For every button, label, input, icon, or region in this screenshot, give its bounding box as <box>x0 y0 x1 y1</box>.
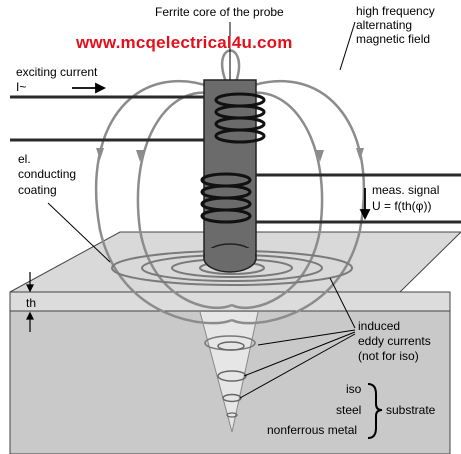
th-arrow-top-head <box>26 284 34 293</box>
coil-turn-4 <box>214 128 266 144</box>
label-meas-signal: meas. signal <box>372 183 440 197</box>
coating-layer <box>9 291 451 312</box>
field-line-left-inner <box>136 91 233 309</box>
label-coating: coating <box>18 183 57 197</box>
label-alternating: alternating <box>356 18 413 32</box>
current-arrow-head <box>95 82 107 94</box>
magnetic-field-lines <box>94 49 366 325</box>
pointer-coating <box>47 202 111 263</box>
label-magnetic-field: magnetic field <box>356 32 431 46</box>
label-meas-formula: U = f(th(φ)) <box>372 199 432 213</box>
eddy-loop-4 <box>226 412 238 418</box>
watermark-text: www.mcqelectrical4u.com <box>76 33 293 52</box>
eddy-loop-1-inner <box>217 341 245 351</box>
meas-turn-4 <box>200 208 252 224</box>
label-coating-el: el. <box>18 152 31 166</box>
field-line-top <box>220 49 241 83</box>
thickness-marker <box>26 272 34 332</box>
label-iso: iso <box>346 382 362 396</box>
measurement-coil <box>200 172 252 224</box>
eddy-loop-2 <box>217 370 247 382</box>
pointer-eddy-1 <box>329 277 356 329</box>
label-substrate: substrate <box>386 403 436 417</box>
label-steel: steel <box>336 403 362 417</box>
field-line-left-outer <box>94 79 233 325</box>
pointer-field <box>339 21 356 71</box>
label-coating-conducting: conducting <box>18 167 77 181</box>
label-ferrite-core: Ferrite core of the probe <box>155 5 284 19</box>
th-arrow-bottom-head <box>26 311 34 320</box>
pointer-eddy-4 <box>239 333 356 399</box>
label-nonferrous-metal: nonferrous metal <box>267 423 358 437</box>
substrate-brace <box>367 383 383 439</box>
label-high-frequency: high frequency <box>356 4 435 18</box>
label-not-for-iso: (not for iso) <box>358 349 419 363</box>
field-line-right-inner <box>231 91 324 309</box>
field-arrows <box>96 148 364 162</box>
arrow-left-outer <box>96 148 104 160</box>
pointer-lines <box>47 21 356 399</box>
label-eddy-currents: eddy currents <box>358 334 431 348</box>
pointer-eddy-3 <box>243 331 356 377</box>
ferrite-core-tip-fill <box>205 248 255 258</box>
arrow-right-inner <box>316 150 324 162</box>
label-exciting-current: exciting current <box>16 65 98 79</box>
label-current-symbol: I~ <box>16 80 27 94</box>
indicator-arrows <box>72 82 371 221</box>
field-line-right-outer <box>231 79 366 325</box>
eddy-current-cone <box>199 311 259 433</box>
label-induced: induced <box>358 319 401 333</box>
arrow-left-inner <box>136 150 144 162</box>
signal-arrow-head <box>359 209 371 221</box>
ferrite-core <box>203 79 257 259</box>
excitation-coil <box>214 92 266 144</box>
arrow-right-outer <box>356 148 364 160</box>
pointer-eddy-2 <box>257 329 356 346</box>
label-thickness: th <box>26 296 37 310</box>
